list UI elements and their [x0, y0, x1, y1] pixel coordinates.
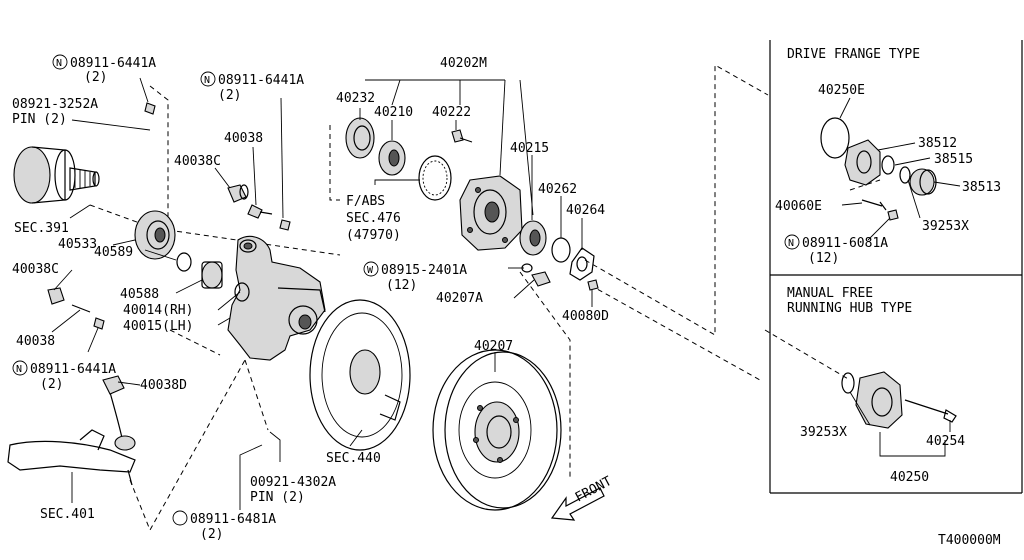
- cap-38513: [909, 168, 937, 196]
- flange-38512: [844, 139, 881, 186]
- ring-39253x-b: [841, 372, 855, 394]
- label-40202m: 40202M: [440, 56, 487, 71]
- label-pin-2a: PIN (2): [12, 112, 67, 127]
- label-38513: 38513: [962, 180, 1001, 195]
- bolt-40254: [904, 399, 957, 423]
- label-sec391: SEC.391: [14, 221, 69, 236]
- label-40060e: 40060E: [775, 199, 822, 214]
- steering-knuckle: [227, 235, 326, 361]
- label-40222: 40222: [432, 105, 471, 120]
- label-sec440: SEC.440: [326, 451, 381, 466]
- label-39253x-a: 39253X: [922, 219, 969, 234]
- label-00921-4302a: 00921-4302A: [250, 475, 336, 490]
- label-39253x-b: 39253X: [800, 425, 847, 440]
- label-qty-2d: (2): [200, 527, 223, 542]
- label-qty-2c: (2): [40, 377, 63, 392]
- label-40232: 40232: [336, 91, 375, 106]
- label-40015: 40015(LH): [123, 319, 193, 334]
- label-08921-3252a: 08921-3252A: [12, 97, 98, 112]
- label-08915-2401a: 08915-2401A: [381, 263, 467, 278]
- label-40038-b: 40038: [16, 334, 55, 349]
- dashed-guides: [89, 64, 881, 532]
- label-40038-a: 40038: [224, 131, 263, 146]
- label-fabs: F/ABS: [346, 194, 385, 209]
- section-title-drive: DRIVE FRANGE TYPE: [787, 47, 920, 62]
- backing-plate: [309, 299, 411, 451]
- hub-40202m: [459, 175, 523, 251]
- label-qty-12b: (12): [808, 251, 839, 266]
- label-08911-6081a: 08911-6081A: [802, 236, 888, 251]
- section-title-manual-2: RUNNING HUB TYPE: [787, 301, 912, 316]
- bolt-40222: [451, 129, 473, 143]
- label-08911-6441a-tm: 08911-6441A: [218, 73, 304, 88]
- front-arrow-icon: [550, 487, 605, 521]
- free-running-hub-40250: [855, 371, 903, 429]
- label-40215: 40215: [510, 141, 549, 156]
- diagram-code: T400000M: [938, 533, 1001, 548]
- ring-39253x-a: [899, 166, 911, 184]
- label-40014: 40014(RH): [123, 303, 193, 318]
- nut-08911-6081a: [887, 209, 899, 221]
- o-ring-40250e: [820, 117, 850, 159]
- washer-40264: [569, 247, 595, 281]
- bearing-40533: [134, 210, 176, 260]
- label-08911-6481a: 08911-6481A: [190, 512, 276, 527]
- knuckle-fasteners: [47, 102, 291, 330]
- label-40264: 40264: [566, 203, 605, 218]
- bearing-40210: [378, 140, 406, 176]
- section-title-manual-1: MANUAL FREE: [787, 286, 873, 301]
- label-38515: 38515: [934, 152, 973, 167]
- label-40250e: 40250E: [818, 83, 865, 98]
- label-08911-6441a-tl: 08911-6441A: [70, 56, 156, 71]
- lower-arm: [7, 375, 136, 486]
- badge-n-5: N: [788, 238, 794, 249]
- seal-40589: [176, 252, 192, 272]
- label-40038c-b: 40038C: [12, 262, 59, 277]
- bearing-40215: [519, 220, 547, 256]
- label-40250: 40250: [890, 470, 929, 485]
- needle-bearing-40588: [201, 261, 223, 289]
- drive-shaft: [13, 146, 100, 204]
- label-40589: 40589: [94, 245, 133, 260]
- label-40207a: 40207A: [436, 291, 483, 306]
- brake-rotor: [432, 349, 562, 511]
- snap-ring-38515: [881, 155, 895, 175]
- section-frames: [769, 40, 1023, 494]
- label-qty-2b: (2): [218, 88, 241, 103]
- label-40207: 40207: [474, 339, 513, 354]
- badge-n-1: N: [56, 58, 62, 69]
- label-40080d: 40080D: [562, 309, 609, 324]
- bolt-40207a: [531, 271, 551, 287]
- label-40262: 40262: [538, 182, 577, 197]
- hub-seal-40232: [345, 117, 375, 159]
- bolt-40060e: [861, 199, 887, 211]
- badge-w: W: [367, 265, 374, 276]
- label-38512: 38512: [918, 136, 957, 151]
- badge-n-2: N: [204, 75, 210, 86]
- pin-40080d: [587, 279, 599, 291]
- abs-sensor-ring: [418, 155, 452, 201]
- label-40588: 40588: [120, 287, 159, 302]
- label-40254: 40254: [926, 434, 965, 449]
- label-40038d: 40038D: [140, 378, 187, 393]
- label-qty-2a: (2): [84, 70, 107, 85]
- label-40533: 40533: [58, 237, 97, 252]
- leader-lines: [51, 77, 961, 510]
- label-40038c-a: 40038C: [174, 154, 221, 169]
- ring-40262: [551, 237, 571, 263]
- n-badges: [12, 54, 800, 526]
- label-47970: (47970): [346, 228, 401, 243]
- label-sec476: SEC.476: [346, 211, 401, 226]
- label-40210: 40210: [374, 105, 413, 120]
- badge-n-3: N: [16, 364, 22, 375]
- label-qty-12a: (12): [386, 278, 417, 293]
- label-sec401: SEC.401: [40, 507, 95, 522]
- label-pin-2b: PIN (2): [250, 490, 305, 505]
- label-08911-6441a-l: 08911-6441A: [30, 362, 116, 377]
